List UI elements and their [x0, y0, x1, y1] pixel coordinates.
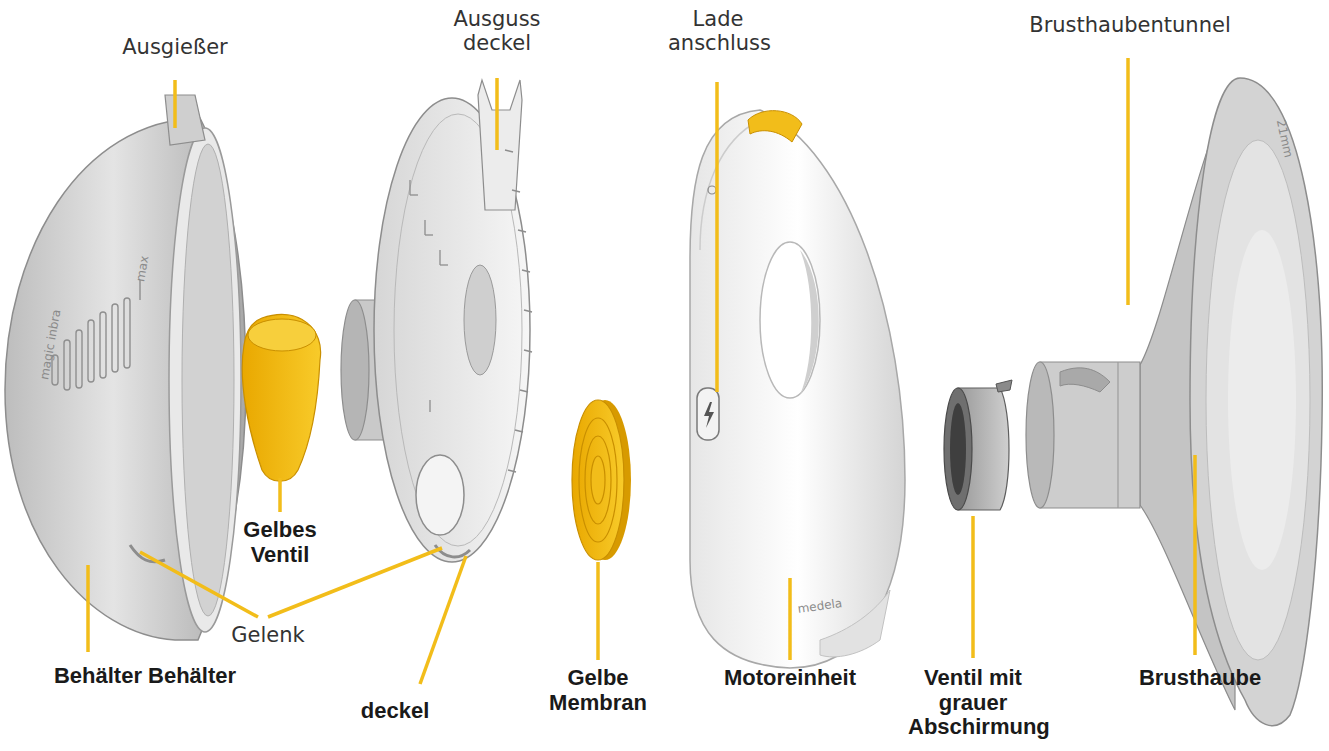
leader-line [440, 264, 448, 265]
leader-line [1117, 362, 1118, 508]
part-shape [112, 304, 118, 372]
part-label: Brusthaubentunnel [1012, 14, 1248, 38]
part-shape [64, 340, 70, 390]
leader-line [524, 310, 532, 312]
part-shape [1040, 362, 1140, 508]
part-shape [76, 330, 82, 388]
leader-line [173, 80, 177, 128]
leader-lines [88, 58, 1195, 684]
leader-line [512, 190, 520, 192]
part-label: Behälter Behälter [20, 664, 270, 689]
part-label: Ausgießer [105, 36, 245, 60]
part-shape [1190, 78, 1322, 726]
part-shape [130, 545, 165, 562]
part-shape [100, 312, 106, 378]
part-shape [704, 402, 714, 428]
part-label: Ausguss deckel [445, 8, 549, 55]
part-shape [341, 300, 369, 440]
part-shape [124, 298, 130, 368]
part-label: Brusthaube [1120, 666, 1280, 691]
leader-line [439, 250, 440, 265]
part-shape [52, 280, 140, 390]
part-shape [700, 120, 760, 250]
part-label: Ventil mit grauer Abschirmung [908, 666, 1038, 740]
leader-line [505, 150, 513, 152]
leader-line [409, 180, 410, 195]
leader-line [596, 562, 600, 660]
part-shape [242, 314, 320, 481]
part-shape [579, 418, 617, 542]
part-shape [410, 150, 532, 472]
valve-with-grey-shield [944, 380, 1012, 510]
part-shape [585, 436, 611, 524]
leader-line [1126, 58, 1130, 305]
leader-line [420, 556, 466, 684]
leader-line [788, 578, 792, 660]
part-shape [690, 110, 905, 668]
part-label: Gelbe Membran [540, 666, 656, 715]
part-shape [88, 320, 94, 382]
leader-line [715, 82, 719, 392]
part-shape [760, 242, 820, 398]
part-shape [169, 128, 241, 632]
lid-part [341, 80, 532, 562]
container-part [5, 95, 246, 640]
part-shape [1026, 362, 1054, 508]
part-shape [996, 380, 1012, 392]
part-shape [944, 388, 972, 510]
part-label: Lade anschluss [668, 8, 768, 55]
part-label: Gelbes Ventil [225, 518, 335, 567]
part-shape [478, 80, 522, 210]
motor-unit [690, 110, 905, 668]
leader-line [278, 478, 282, 512]
part-shape [1228, 230, 1296, 570]
part-shape [950, 403, 966, 495]
part-shape [5, 118, 246, 640]
leader-line [139, 280, 140, 300]
leader-line [410, 194, 418, 195]
yellow-membrane [572, 400, 631, 560]
leader-line [522, 270, 530, 272]
part-label: Gelenk [223, 624, 313, 648]
leader-line [429, 400, 430, 412]
leader-line [1193, 455, 1197, 655]
leader-line [520, 390, 528, 392]
leader-line [971, 516, 975, 658]
leader-line [425, 234, 433, 235]
product-print: magic inbra [37, 299, 66, 390]
part-shape [800, 250, 819, 395]
part-label: Motoreinheit [700, 666, 880, 691]
part-shape [748, 111, 802, 142]
leader-line [140, 552, 258, 617]
breast-shield [1026, 78, 1322, 726]
part-shape [708, 186, 716, 194]
brand-print: medela [789, 596, 850, 618]
part-shape [165, 95, 205, 145]
part-shape [591, 456, 605, 504]
scale-print: max [134, 253, 152, 285]
part-shape [182, 144, 234, 616]
part-shape [416, 455, 464, 535]
part-shape [697, 388, 719, 440]
part-label: deckel [350, 699, 440, 724]
part-shape [435, 545, 470, 557]
part-shape [1206, 140, 1310, 660]
leader-line [524, 350, 532, 352]
part-shape [464, 265, 496, 375]
leader-line [424, 220, 425, 235]
part-shape [572, 400, 624, 560]
part-shape [248, 319, 316, 351]
leader-line [515, 430, 523, 432]
leader-line [518, 230, 526, 232]
leader-line [495, 78, 499, 150]
size-print: 21mm [1273, 116, 1295, 162]
yellow-valve [242, 314, 320, 481]
leader-line [508, 470, 516, 472]
leader-line [86, 565, 90, 652]
part-shape [1060, 368, 1110, 392]
